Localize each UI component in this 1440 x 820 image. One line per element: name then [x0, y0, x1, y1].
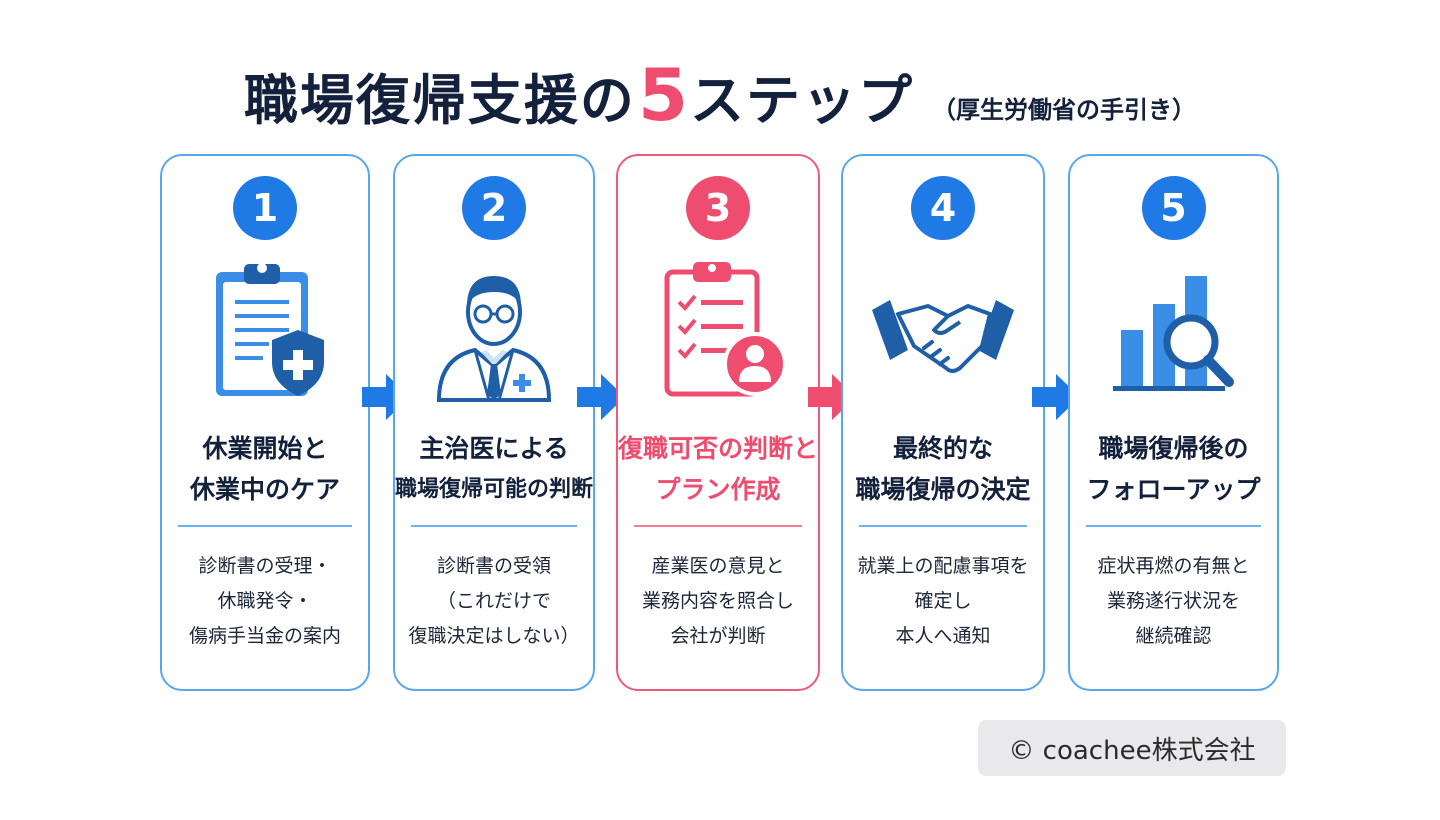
step-card-1: 1 休業開始と 休業中のケア 診断書の受理・ 休職発令・ 傷病手当金の案内: [160, 154, 370, 691]
divider: [411, 525, 577, 527]
step-description: 産業医の意見と 業務内容を照合し 会社が判断: [641, 555, 794, 647]
step-card-4: 4 最終的な 職場復帰の決定 就業上の配慮事項を 確定し 本人へ通知: [841, 154, 1045, 691]
title-suffix: ステップ: [690, 69, 915, 132]
step-card-2: 2 主治医による 職場復帰可能の判断 診断書の受領 （これだけで 復職決定はしな…: [393, 154, 595, 691]
step-card-5: 5 職場復帰後の フォローアップ 症状再燃の有無と 業務遂行状況を 継続確認: [1068, 154, 1279, 691]
step-number-badge: 5: [1141, 176, 1206, 240]
step-description: 就業上の配慮事項を 確定し 本人へ通知: [857, 555, 1029, 647]
step-title: 最終的な 職場復帰の決定: [855, 434, 1031, 504]
divider: [859, 525, 1027, 527]
page-title: 職場復帰支援の 5 ステップ （厚生労働省の手引き）: [0, 48, 1440, 138]
clipboard-shield-icon: [216, 263, 324, 396]
checklist-person-icon: [664, 262, 787, 397]
copyright-label: © coachee株式会社: [978, 720, 1286, 776]
step-number-badge: 3: [686, 176, 750, 240]
step-number-badge: 2: [462, 176, 526, 240]
divider: [634, 525, 802, 527]
divider: [178, 525, 352, 527]
step-number-badge: 4: [911, 176, 975, 240]
step-title: 職場復帰後の フォローアップ: [1086, 434, 1261, 504]
step-title: 休業開始と 休業中のケア: [189, 434, 340, 504]
title-main: 職場復帰支援の: [243, 69, 636, 132]
divider: [1086, 525, 1261, 527]
step-title: 主治医による 職場復帰可能の判断: [395, 434, 594, 502]
step-number-badge: 1: [233, 176, 297, 240]
step-description: 診断書の受理・ 休職発令・ 傷病手当金の案内: [188, 555, 341, 647]
step-card-3: 3 復職可否の判断と プラン作成 産業医の意見と 業務内容を照合し 会社が判断: [616, 154, 820, 691]
handshake-icon: [872, 300, 1014, 373]
step-title: 復職可否の判断と プラン作成: [618, 434, 819, 504]
arrow-right-icon: [577, 374, 625, 420]
title-subtitle: （厚生労働省の手引き）: [932, 96, 1197, 124]
step-description: 診断書の受領 （これだけで 復職決定はしない）: [408, 555, 580, 647]
bar-chart-magnifier-icon: [1112, 276, 1234, 391]
title-number: 5: [637, 53, 689, 138]
doctor-icon: [436, 276, 552, 402]
step-description: 症状再燃の有無と 業務遂行状況を 継続確認: [1097, 555, 1250, 647]
